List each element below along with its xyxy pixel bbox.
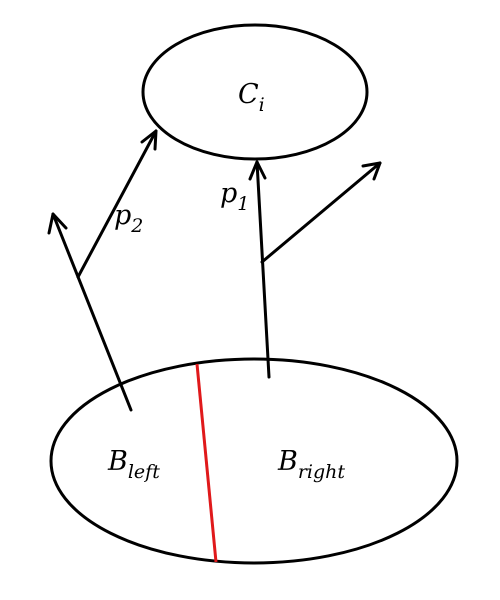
arrow-p1-group: p1	[220, 160, 382, 379]
arrow-p1-head	[248, 160, 267, 181]
arrow-p1-stem	[255, 160, 271, 379]
arrow-p1-main: p	[220, 178, 237, 209]
arrow-p1-label: p1	[220, 178, 249, 215]
arrow-p2-head	[140, 129, 158, 151]
arrow-left-stem	[51, 212, 133, 412]
arrow-right-branch-head	[361, 161, 382, 181]
arrow-left-stem-head	[47, 212, 68, 235]
arrow-p2-branch	[76, 129, 158, 279]
node-c-i-ellipse	[141, 23, 369, 161]
node-b-left-label: Bleft	[107, 446, 160, 483]
arrow-p2-sub: 2	[130, 215, 143, 237]
node-c-i-main: C	[238, 79, 259, 110]
arrow-p2-label: p2	[114, 200, 143, 237]
node-b-ellipse	[49, 357, 459, 565]
arrow-p1-sub: 1	[237, 193, 249, 215]
node-b-right-main: B	[277, 446, 298, 477]
node-c-i-label: Ci	[238, 79, 265, 116]
split-line	[195, 363, 218, 563]
node-b-left-sub: left	[128, 461, 160, 483]
node-b-right-sub: right	[298, 461, 346, 483]
node-c-i-sub: i	[259, 94, 265, 116]
arrow-p2-main: p	[114, 200, 131, 231]
node-b: Bleft Bright	[49, 357, 459, 565]
arrow-p2-group: p2	[47, 129, 158, 412]
arrow-right-branch	[260, 161, 382, 264]
node-b-left-main: B	[107, 446, 128, 477]
node-c-i: Ci	[141, 23, 369, 161]
node-b-right-label: Bright	[277, 446, 345, 483]
